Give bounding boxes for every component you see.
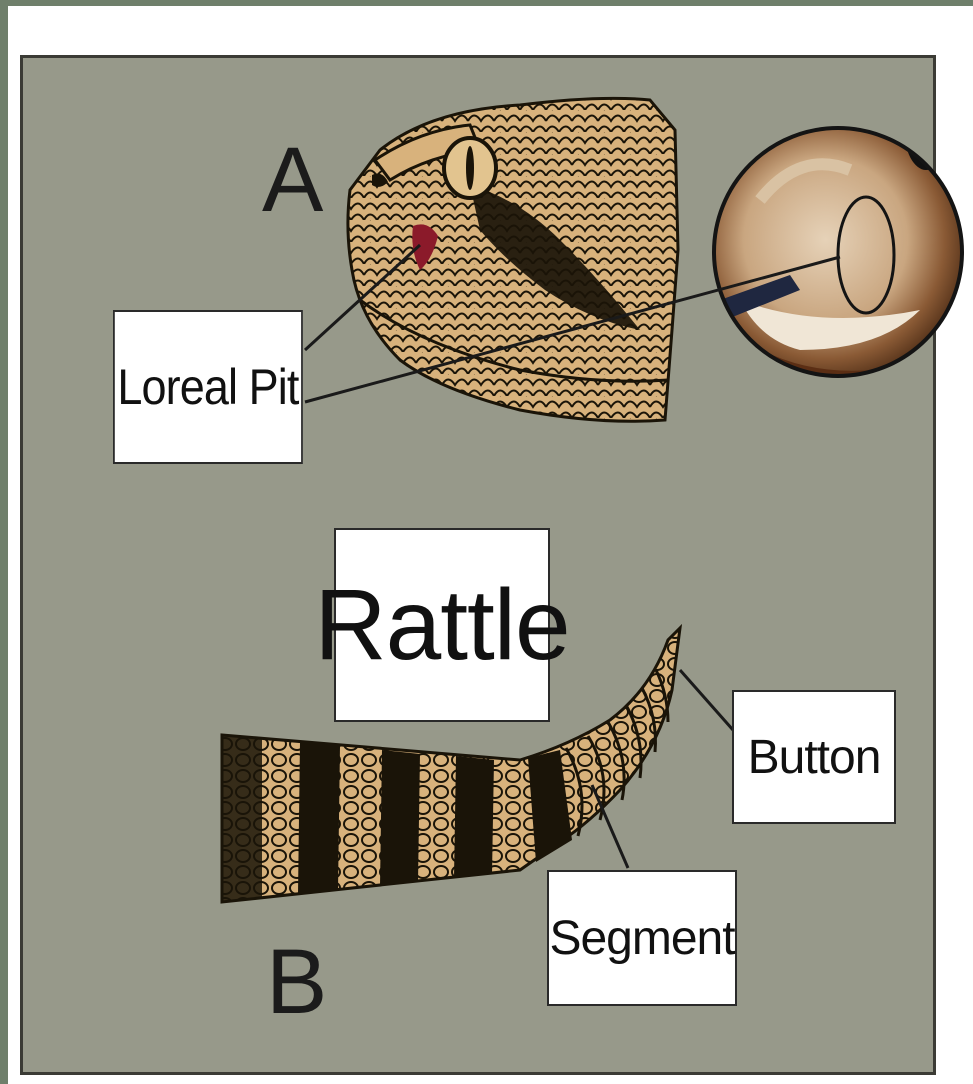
- part-a-label: A: [262, 128, 323, 233]
- segment-label: Segment: [547, 870, 737, 1006]
- snake-head-illustration: [348, 98, 678, 421]
- loreal-pit-closeup-photo: [714, 40, 962, 400]
- loreal-pit-text: Loreal Pit: [117, 358, 298, 416]
- rattle-text: Rattle: [314, 568, 569, 683]
- loreal-pit-label: Loreal Pit: [113, 310, 303, 464]
- segment-text: Segment: [549, 911, 734, 966]
- part-b-label: B: [266, 930, 327, 1035]
- button-label: Button: [732, 690, 896, 824]
- rattle-label: Rattle: [334, 528, 550, 722]
- button-text: Button: [748, 730, 881, 785]
